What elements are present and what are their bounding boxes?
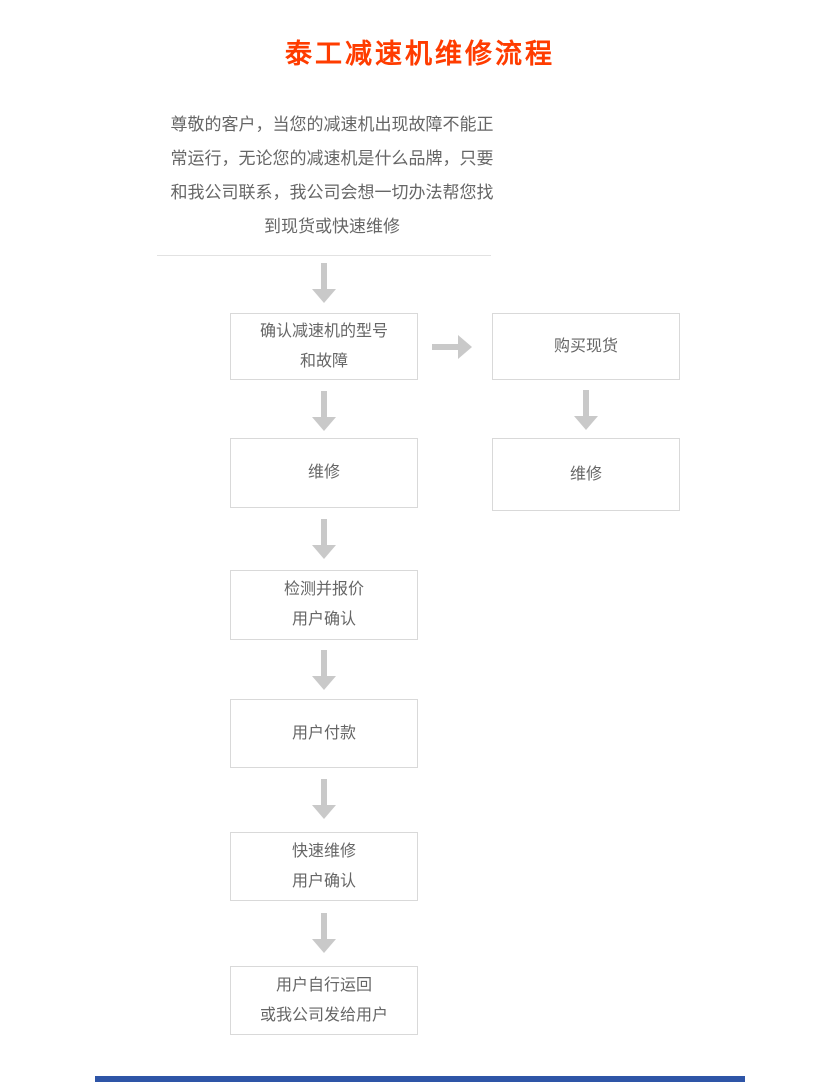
node-label: 用户自行运回	[275, 976, 372, 994]
arrow-head	[312, 805, 336, 819]
arrow-down-icon	[312, 263, 336, 303]
node-label: 或我公司发给用户	[259, 1006, 388, 1024]
flow-node-confirm-model: 确认减速机的型号 和故障	[230, 313, 418, 380]
arrow-right-icon	[432, 335, 472, 359]
arrow-stem	[583, 390, 589, 417]
arrow-down-icon	[312, 519, 336, 559]
arrow-stem	[432, 344, 459, 350]
arrow-down-icon	[312, 650, 336, 690]
arrow-stem	[321, 263, 327, 290]
flow-node-fast-repair: 快速维修 用户确认	[230, 832, 418, 901]
arrow-stem	[321, 913, 327, 940]
arrow-head	[312, 289, 336, 303]
node-label: 购买现货	[553, 337, 618, 355]
section-divider	[157, 255, 491, 256]
page-title: 泰工减速机维修流程	[285, 39, 555, 69]
intro-paragraph: 尊敬的客户，当您的减速机出现故障不能正 常运行，无论您的减速机是什么品牌，只要 …	[170, 115, 494, 236]
node-label: 用户付款	[291, 724, 356, 742]
arrow-head	[458, 335, 472, 359]
flow-node-payment: 用户付款	[230, 699, 418, 768]
arrow-down-icon	[574, 390, 598, 430]
arrow-head	[312, 545, 336, 559]
arrow-head	[312, 939, 336, 953]
node-label: 维修	[307, 464, 340, 481]
flow-node-inspect-quote: 检测并报价 用户确认	[230, 570, 418, 640]
arrow-down-icon	[312, 779, 336, 819]
node-label: 和故障	[299, 352, 348, 370]
node-label: 快速维修	[291, 842, 356, 860]
node-label: 用户确认	[291, 611, 356, 628]
arrow-head	[312, 417, 336, 431]
arrow-down-icon	[312, 391, 336, 431]
node-label: 检测并报价	[283, 581, 364, 598]
arrow-head	[312, 676, 336, 690]
node-label: 用户确认	[291, 872, 356, 890]
node-label: 维修	[569, 465, 602, 483]
footer-divider-bar	[95, 1076, 745, 1082]
flow-node-return-shipment: 用户自行运回 或我公司发给用户	[230, 966, 418, 1035]
arrow-stem	[321, 391, 327, 418]
arrow-head	[574, 416, 598, 430]
arrow-down-icon	[312, 913, 336, 953]
arrow-stem	[321, 779, 327, 806]
arrow-stem	[321, 650, 327, 677]
node-label: 确认减速机的型号	[259, 322, 388, 340]
flow-node-repair-right: 维修	[492, 438, 680, 511]
flow-node-repair-left: 维修	[230, 438, 418, 508]
flow-node-buy-stock: 购买现货	[492, 313, 680, 380]
arrow-stem	[321, 519, 327, 546]
